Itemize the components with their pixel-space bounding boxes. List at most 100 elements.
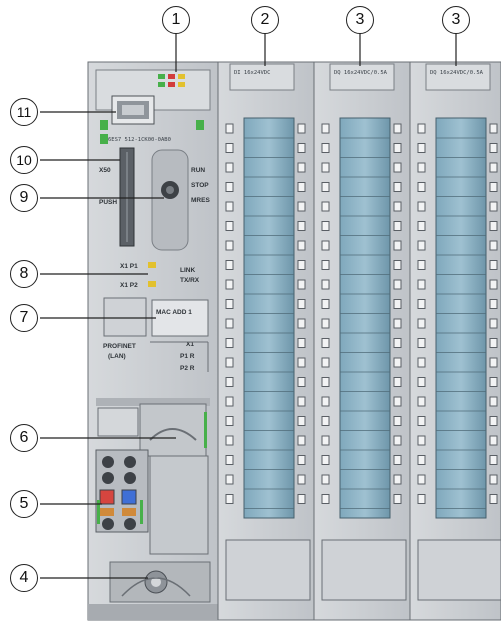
channel-led-left bbox=[418, 358, 425, 367]
channel-led-right bbox=[394, 319, 401, 328]
callout-6: 6 bbox=[10, 424, 38, 452]
channel-led-right bbox=[298, 241, 305, 250]
channel-led-right bbox=[394, 397, 401, 406]
channel-led-left bbox=[226, 397, 233, 406]
mode-mres-label: MRES bbox=[191, 197, 210, 204]
channel-led-left bbox=[322, 339, 329, 348]
channel-led-right bbox=[394, 261, 401, 270]
mode-stop-label: STOP bbox=[191, 182, 209, 189]
channel-led-left bbox=[418, 202, 425, 211]
channel-led-left bbox=[418, 319, 425, 328]
channel-led-left bbox=[322, 144, 329, 153]
channel-led-left bbox=[322, 358, 329, 367]
mode-run-label: RUN bbox=[191, 167, 205, 174]
channel-led-right bbox=[490, 261, 497, 270]
channel-led-right bbox=[394, 144, 401, 153]
channel-led-right bbox=[490, 241, 497, 250]
channel-led-right bbox=[298, 378, 305, 387]
channel-led-left bbox=[418, 183, 425, 192]
channel-led-right bbox=[298, 163, 305, 172]
channel-led-right bbox=[394, 339, 401, 348]
channel-led-right bbox=[490, 163, 497, 172]
mac-label: MAC ADD 1 bbox=[156, 309, 192, 316]
channel-led-right bbox=[298, 495, 305, 504]
channel-led-left bbox=[226, 124, 233, 133]
dq1-module-label: DQ 16x24VDC/0.5A bbox=[334, 70, 388, 76]
channel-led-right bbox=[490, 397, 497, 406]
memory-card-slot bbox=[120, 148, 134, 246]
callout-4: 4 bbox=[10, 564, 38, 592]
channel-led-right bbox=[298, 358, 305, 367]
channel-led-left bbox=[226, 417, 233, 426]
channel-led-left bbox=[418, 436, 425, 445]
channel-led-left bbox=[226, 222, 233, 231]
channel-led-left bbox=[418, 124, 425, 133]
channel-led-left bbox=[322, 319, 329, 328]
channel-led-right bbox=[490, 183, 497, 192]
channel-led-left bbox=[418, 261, 425, 270]
channel-led-left bbox=[226, 495, 233, 504]
channel-led-right bbox=[394, 417, 401, 426]
channel-led-right bbox=[394, 202, 401, 211]
lan-label: (LAN) bbox=[108, 353, 126, 360]
channel-led-left bbox=[226, 280, 233, 289]
channel-led-right bbox=[394, 241, 401, 250]
channel-led-right bbox=[394, 456, 401, 465]
channel-led-left bbox=[322, 202, 329, 211]
channel-led-left bbox=[226, 456, 233, 465]
channel-led-left bbox=[226, 241, 233, 250]
channel-led-left bbox=[322, 475, 329, 484]
channel-led-left bbox=[322, 183, 329, 192]
channel-led-right bbox=[490, 475, 497, 484]
callout-5: 5 bbox=[10, 490, 38, 518]
channel-led-left bbox=[322, 261, 329, 270]
channel-led-left bbox=[418, 495, 425, 504]
channel-led-right bbox=[298, 261, 305, 270]
channel-led-left bbox=[226, 436, 233, 445]
channel-led-left bbox=[418, 280, 425, 289]
port1-label: X1 P1 bbox=[120, 263, 138, 270]
channel-led-left bbox=[322, 495, 329, 504]
channel-led-right bbox=[298, 222, 305, 231]
channel-led-right bbox=[490, 202, 497, 211]
channel-led-right bbox=[298, 202, 305, 211]
channel-led-left bbox=[226, 475, 233, 484]
cpu-model-label: 6ES7 512-1CK00-0AB0 bbox=[108, 137, 171, 143]
channel-led-right bbox=[490, 144, 497, 153]
channel-led-right bbox=[298, 183, 305, 192]
channel-led-right bbox=[394, 183, 401, 192]
channel-led-left bbox=[226, 261, 233, 270]
channel-led-left bbox=[226, 183, 233, 192]
channel-led-left bbox=[226, 339, 233, 348]
port2-label: X1 P2 bbox=[120, 282, 138, 289]
channel-led-right bbox=[298, 300, 305, 309]
channel-led-right bbox=[394, 280, 401, 289]
callout-1: 1 bbox=[162, 6, 190, 34]
channel-led-left bbox=[418, 456, 425, 465]
txrx-label: TX/RX bbox=[180, 277, 200, 284]
callout-3b: 3 bbox=[442, 6, 470, 34]
channel-led-right bbox=[394, 475, 401, 484]
channel-led-left bbox=[418, 417, 425, 426]
link-label: LINK bbox=[180, 267, 195, 274]
channel-led-right bbox=[490, 417, 497, 426]
channel-led-left bbox=[322, 436, 329, 445]
channel-led-right bbox=[298, 319, 305, 328]
channel-led-left bbox=[226, 144, 233, 153]
channel-led-left bbox=[418, 163, 425, 172]
channel-led-left bbox=[418, 222, 425, 231]
callout-8: 8 bbox=[10, 260, 38, 288]
channel-led-left bbox=[226, 358, 233, 367]
channel-led-right bbox=[490, 378, 497, 387]
ground-screw bbox=[110, 562, 210, 602]
channel-led-left bbox=[322, 124, 329, 133]
port1-led bbox=[148, 262, 156, 268]
callout-3a: 3 bbox=[346, 6, 374, 34]
callout-2: 2 bbox=[251, 6, 279, 34]
channel-led-right bbox=[394, 124, 401, 133]
channel-led-left bbox=[322, 222, 329, 231]
channel-led-right bbox=[490, 456, 497, 465]
dq2-module-label: DQ 16x24VDC/0.5A bbox=[430, 70, 484, 76]
channel-led-left bbox=[418, 241, 425, 250]
